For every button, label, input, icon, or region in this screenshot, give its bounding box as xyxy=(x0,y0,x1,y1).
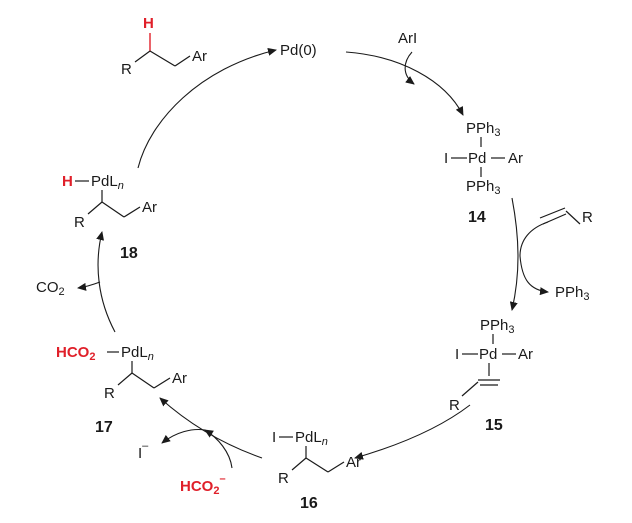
c18-ar: Ar xyxy=(142,199,157,216)
arc-17-to-18 xyxy=(96,231,116,333)
c16-i: I xyxy=(272,429,276,446)
arc-pd0-to-14 xyxy=(345,51,464,116)
olefin-in-arrow xyxy=(519,221,549,257)
complex-18: H PdLn R Ar 18 xyxy=(62,173,157,262)
arc-16-to-17 xyxy=(159,397,263,459)
arc-product-to-pd0 xyxy=(137,47,277,169)
svg-text:PPh3: PPh3 xyxy=(480,317,514,336)
c15-number: 15 xyxy=(485,417,503,434)
iodide-out-arrow xyxy=(161,428,206,444)
pd0-label: Pd(0) xyxy=(280,42,317,59)
c18-number: 18 xyxy=(120,245,138,262)
c16-number: 16 xyxy=(300,495,318,512)
c15-r: R xyxy=(449,397,460,414)
svg-text:HCO2: HCO2 xyxy=(56,344,95,363)
c14-i: I xyxy=(444,150,448,167)
formate-reagent: HCO2– xyxy=(180,473,226,497)
svg-text:PdLn: PdLn xyxy=(121,344,154,363)
product-structure: H R Ar xyxy=(121,15,207,78)
complex-14: PPh3 I Pd Ar PPh3 14 xyxy=(444,120,523,226)
svg-text:PdLn: PdLn xyxy=(91,173,124,192)
c18-r: R xyxy=(74,214,85,231)
product-ar: Ar xyxy=(192,48,207,65)
c14-pd: Pd xyxy=(468,150,486,167)
c16-ar: Ar xyxy=(346,454,361,471)
svg-text:PPh3: PPh3 xyxy=(466,120,500,139)
product-r: R xyxy=(121,61,132,78)
complex-16: I PdLn R Ar 16 xyxy=(272,429,361,512)
c15-pd: Pd xyxy=(479,346,497,363)
olefin-reagent: R xyxy=(539,207,593,226)
c17-ar: Ar xyxy=(172,370,187,387)
arc-14-to-15 xyxy=(509,197,519,311)
olefin-r: R xyxy=(582,209,593,226)
c17-r: R xyxy=(104,385,115,402)
co2-released: CO2 xyxy=(36,279,65,298)
c14-ar: Ar xyxy=(508,150,523,167)
formate-in-arrow xyxy=(204,429,233,469)
c15-i: I xyxy=(455,346,459,363)
arc-15-to-16 xyxy=(354,404,471,460)
co2-out-arrow xyxy=(77,281,101,291)
ari-label: ArI xyxy=(398,30,417,47)
complex-15: PPh3 I Pd Ar R 15 xyxy=(449,317,533,434)
complex-17: HCO2 PdLn R Ar 17 xyxy=(56,344,187,436)
arrI-in-arrow xyxy=(404,51,415,85)
c18-h: H xyxy=(62,173,73,190)
iodide-released: I– xyxy=(138,440,149,462)
c16-r: R xyxy=(278,470,289,487)
svg-text:PdLn: PdLn xyxy=(295,429,328,448)
pph3-out-arrow xyxy=(519,255,549,296)
pph3-released: PPh3 xyxy=(555,284,589,303)
c17-number: 17 xyxy=(95,419,113,436)
c14-number: 14 xyxy=(468,209,486,226)
c15-ar: Ar xyxy=(518,346,533,363)
product-h: H xyxy=(143,15,154,32)
svg-text:PPh3: PPh3 xyxy=(466,178,500,197)
